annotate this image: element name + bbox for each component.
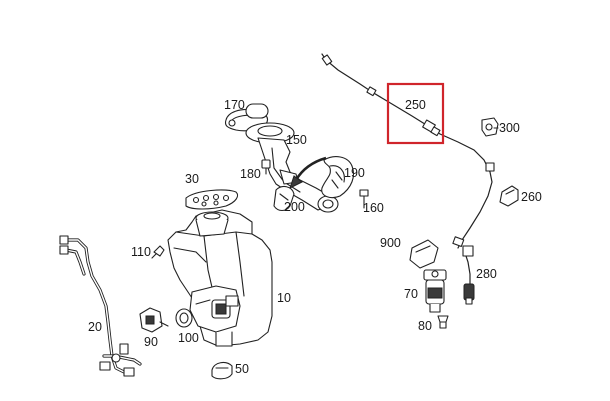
callout-300: 300 bbox=[499, 121, 520, 135]
part-50-cap[interactable] bbox=[211, 361, 233, 380]
part-180-clip[interactable] bbox=[261, 159, 271, 175]
direction-arrow bbox=[294, 156, 327, 181]
part-20-hose[interactable] bbox=[59, 235, 142, 377]
callout-160: 160 bbox=[363, 201, 384, 215]
part-100-grommet[interactable] bbox=[175, 308, 193, 328]
callout-260: 260 bbox=[521, 190, 542, 204]
part-150-filler-neck[interactable] bbox=[245, 122, 339, 213]
part-80-grommet[interactable] bbox=[437, 315, 449, 329]
callout-100: 100 bbox=[178, 331, 199, 345]
part-250-wire-harness[interactable] bbox=[321, 53, 495, 249]
part-300-connector[interactable] bbox=[481, 117, 499, 137]
callout-250: 250 bbox=[405, 98, 426, 112]
arrow-head bbox=[289, 175, 303, 189]
callout-20: 20 bbox=[88, 320, 102, 334]
callout-30: 30 bbox=[185, 172, 199, 186]
part-30-bracket[interactable] bbox=[185, 189, 239, 210]
part-900-seal[interactable] bbox=[409, 239, 439, 269]
callout-50: 50 bbox=[235, 362, 249, 376]
callout-170: 170 bbox=[224, 98, 245, 112]
part-110-clip[interactable] bbox=[151, 245, 165, 259]
part-200-guide[interactable] bbox=[273, 185, 295, 212]
part-90-sensor[interactable] bbox=[139, 307, 169, 333]
callout-90: 90 bbox=[144, 335, 158, 349]
callout-150: 150 bbox=[286, 133, 307, 147]
callout-280: 280 bbox=[476, 267, 497, 281]
part-160-screw[interactable] bbox=[359, 189, 369, 209]
part-280-sensor[interactable] bbox=[462, 245, 475, 305]
callout-10: 10 bbox=[277, 291, 291, 305]
callout-70: 70 bbox=[404, 287, 418, 301]
highlight-box-250 bbox=[386, 82, 445, 145]
callout-200: 200 bbox=[284, 200, 305, 214]
part-70-washer-pump[interactable] bbox=[423, 269, 447, 313]
callout-190: 190 bbox=[344, 166, 365, 180]
part-10-reservoir[interactable] bbox=[167, 209, 273, 347]
part-260-bracket[interactable] bbox=[499, 185, 519, 207]
callout-110: 110 bbox=[131, 245, 151, 259]
callout-900: 900 bbox=[380, 236, 401, 250]
callout-80: 80 bbox=[418, 319, 432, 333]
callout-180: 180 bbox=[240, 167, 261, 181]
part-190-liner[interactable] bbox=[321, 156, 355, 199]
